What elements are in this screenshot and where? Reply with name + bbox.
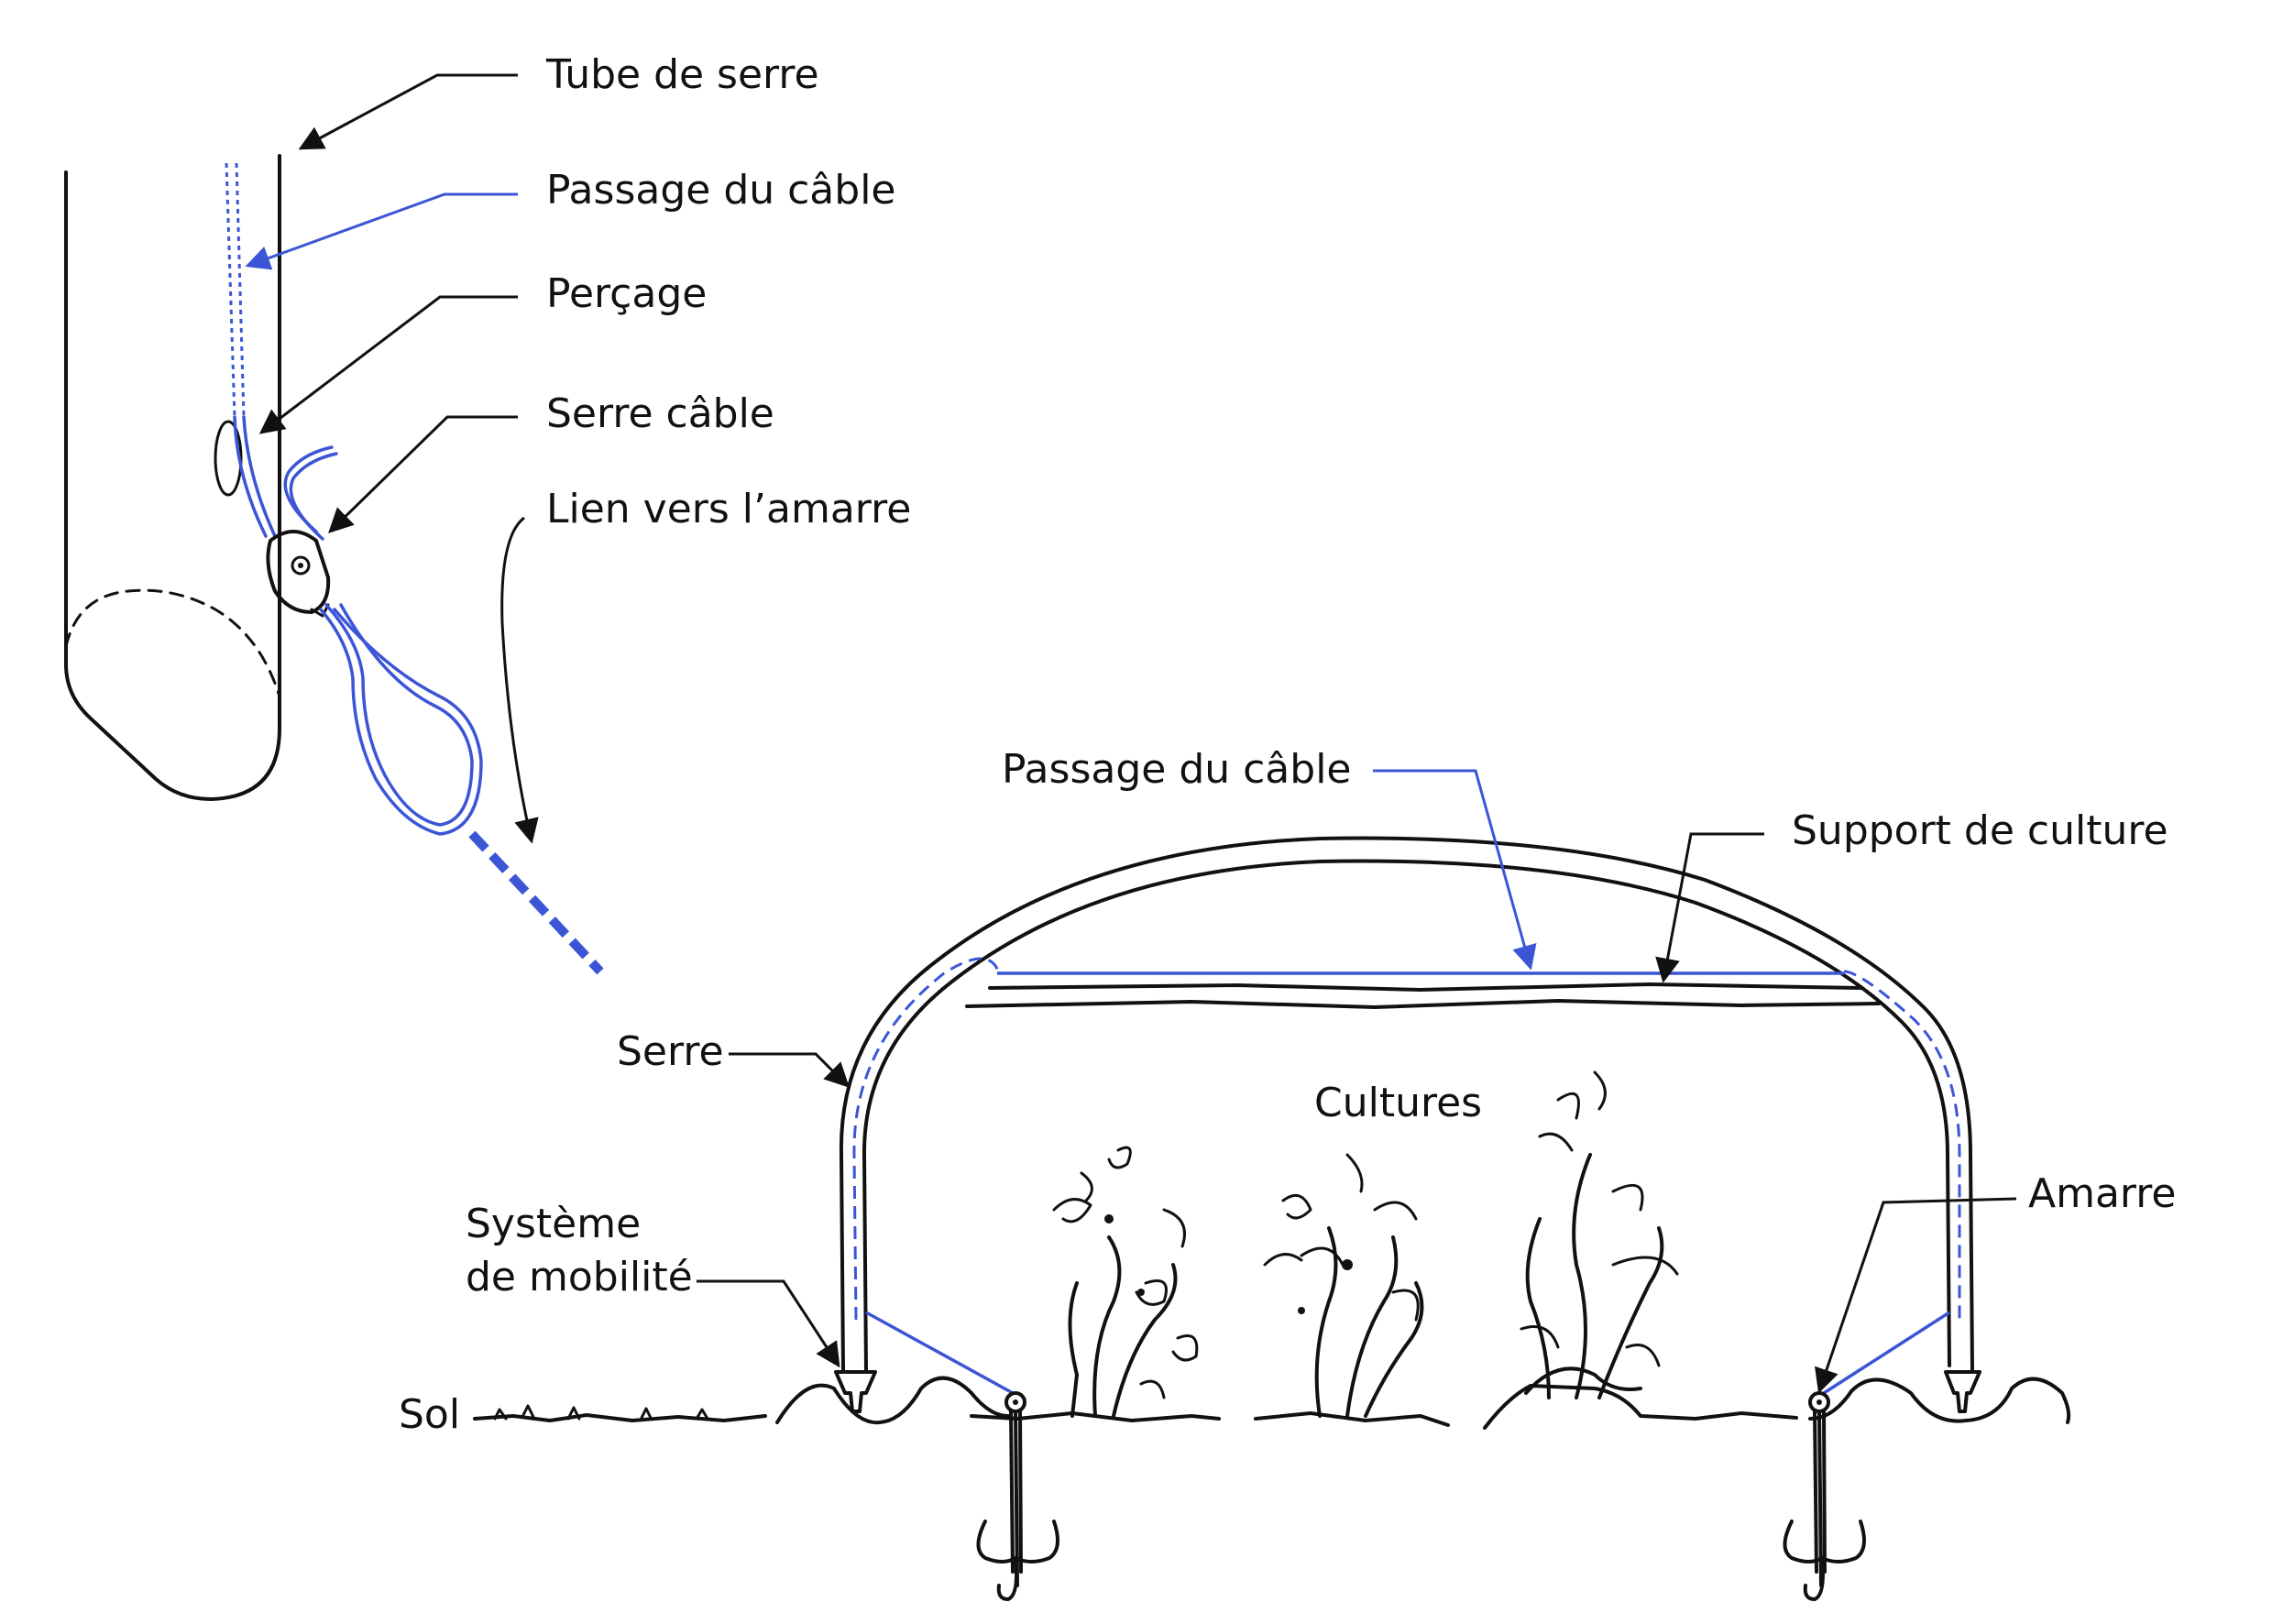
leader-greenhouse bbox=[729, 1052, 850, 1088]
crop-support bbox=[988, 982, 1862, 992]
anchor-left bbox=[976, 1391, 1059, 1601]
tube-detail bbox=[64, 154, 604, 975]
label-cable-path-overview: Passage du câble bbox=[1002, 746, 1352, 793]
cable-clamp bbox=[266, 530, 331, 618]
cable-loop bbox=[319, 608, 483, 836]
tube-hidden-edge bbox=[64, 588, 281, 698]
label-mobility-line2: de mobilité bbox=[466, 1254, 693, 1300]
greenhouse-overview bbox=[473, 836, 2071, 1601]
mound-right bbox=[1808, 1377, 2071, 1424]
mobility-foot-left bbox=[834, 1370, 877, 1413]
greenhouse-arch bbox=[839, 836, 1974, 1372]
label-link: Lien vers l’amarre bbox=[546, 486, 911, 532]
leader-tube bbox=[298, 73, 518, 150]
ground-line bbox=[473, 1413, 767, 1422]
label-mobility-line1: Système bbox=[466, 1201, 641, 1247]
label-anchor: Amarre bbox=[2028, 1170, 2176, 1217]
cable-along-arch bbox=[852, 957, 1001, 1321]
mobility-foot-right bbox=[1944, 1370, 1981, 1413]
label-crops: Cultures bbox=[1314, 1080, 1482, 1126]
cable-inside-tube bbox=[225, 162, 236, 418]
leader-link bbox=[500, 516, 539, 844]
leader-drilling bbox=[258, 295, 518, 434]
anchor-tie-right bbox=[1823, 1311, 1950, 1395]
leader-cable-path-overview bbox=[1373, 769, 1537, 971]
label-drilling: Perçage bbox=[546, 270, 707, 317]
link-to-anchor bbox=[468, 830, 604, 975]
leader-clamp bbox=[328, 415, 518, 533]
greenhouse-tube bbox=[64, 154, 281, 801]
label-cable-path-detail: Passage du câble bbox=[546, 167, 896, 214]
mound-left bbox=[775, 1376, 1010, 1425]
crop-plant-1 bbox=[1052, 1146, 1199, 1418]
label-greenhouse: Serre bbox=[617, 1028, 724, 1075]
anchor-tie-left bbox=[865, 1311, 1014, 1395]
label-support: Support de culture bbox=[1792, 807, 2168, 854]
anchor-right bbox=[1783, 1391, 1866, 1601]
crop-plant-2 bbox=[1263, 1153, 1424, 1418]
label-clamp: Serre câble bbox=[546, 390, 774, 437]
cable-strand bbox=[233, 415, 268, 538]
ground-grass bbox=[493, 1404, 709, 1421]
crop-plant-3 bbox=[1520, 1070, 1679, 1399]
label-ground: Sol bbox=[399, 1391, 460, 1438]
leader-support bbox=[1655, 832, 1764, 983]
leader-cable-path-detail bbox=[245, 192, 518, 270]
leader-anchor bbox=[1815, 1197, 2017, 1394]
leader-mobility bbox=[697, 1279, 840, 1368]
label-tube: Tube de serre bbox=[545, 51, 819, 98]
drilling-hole bbox=[214, 420, 243, 497]
